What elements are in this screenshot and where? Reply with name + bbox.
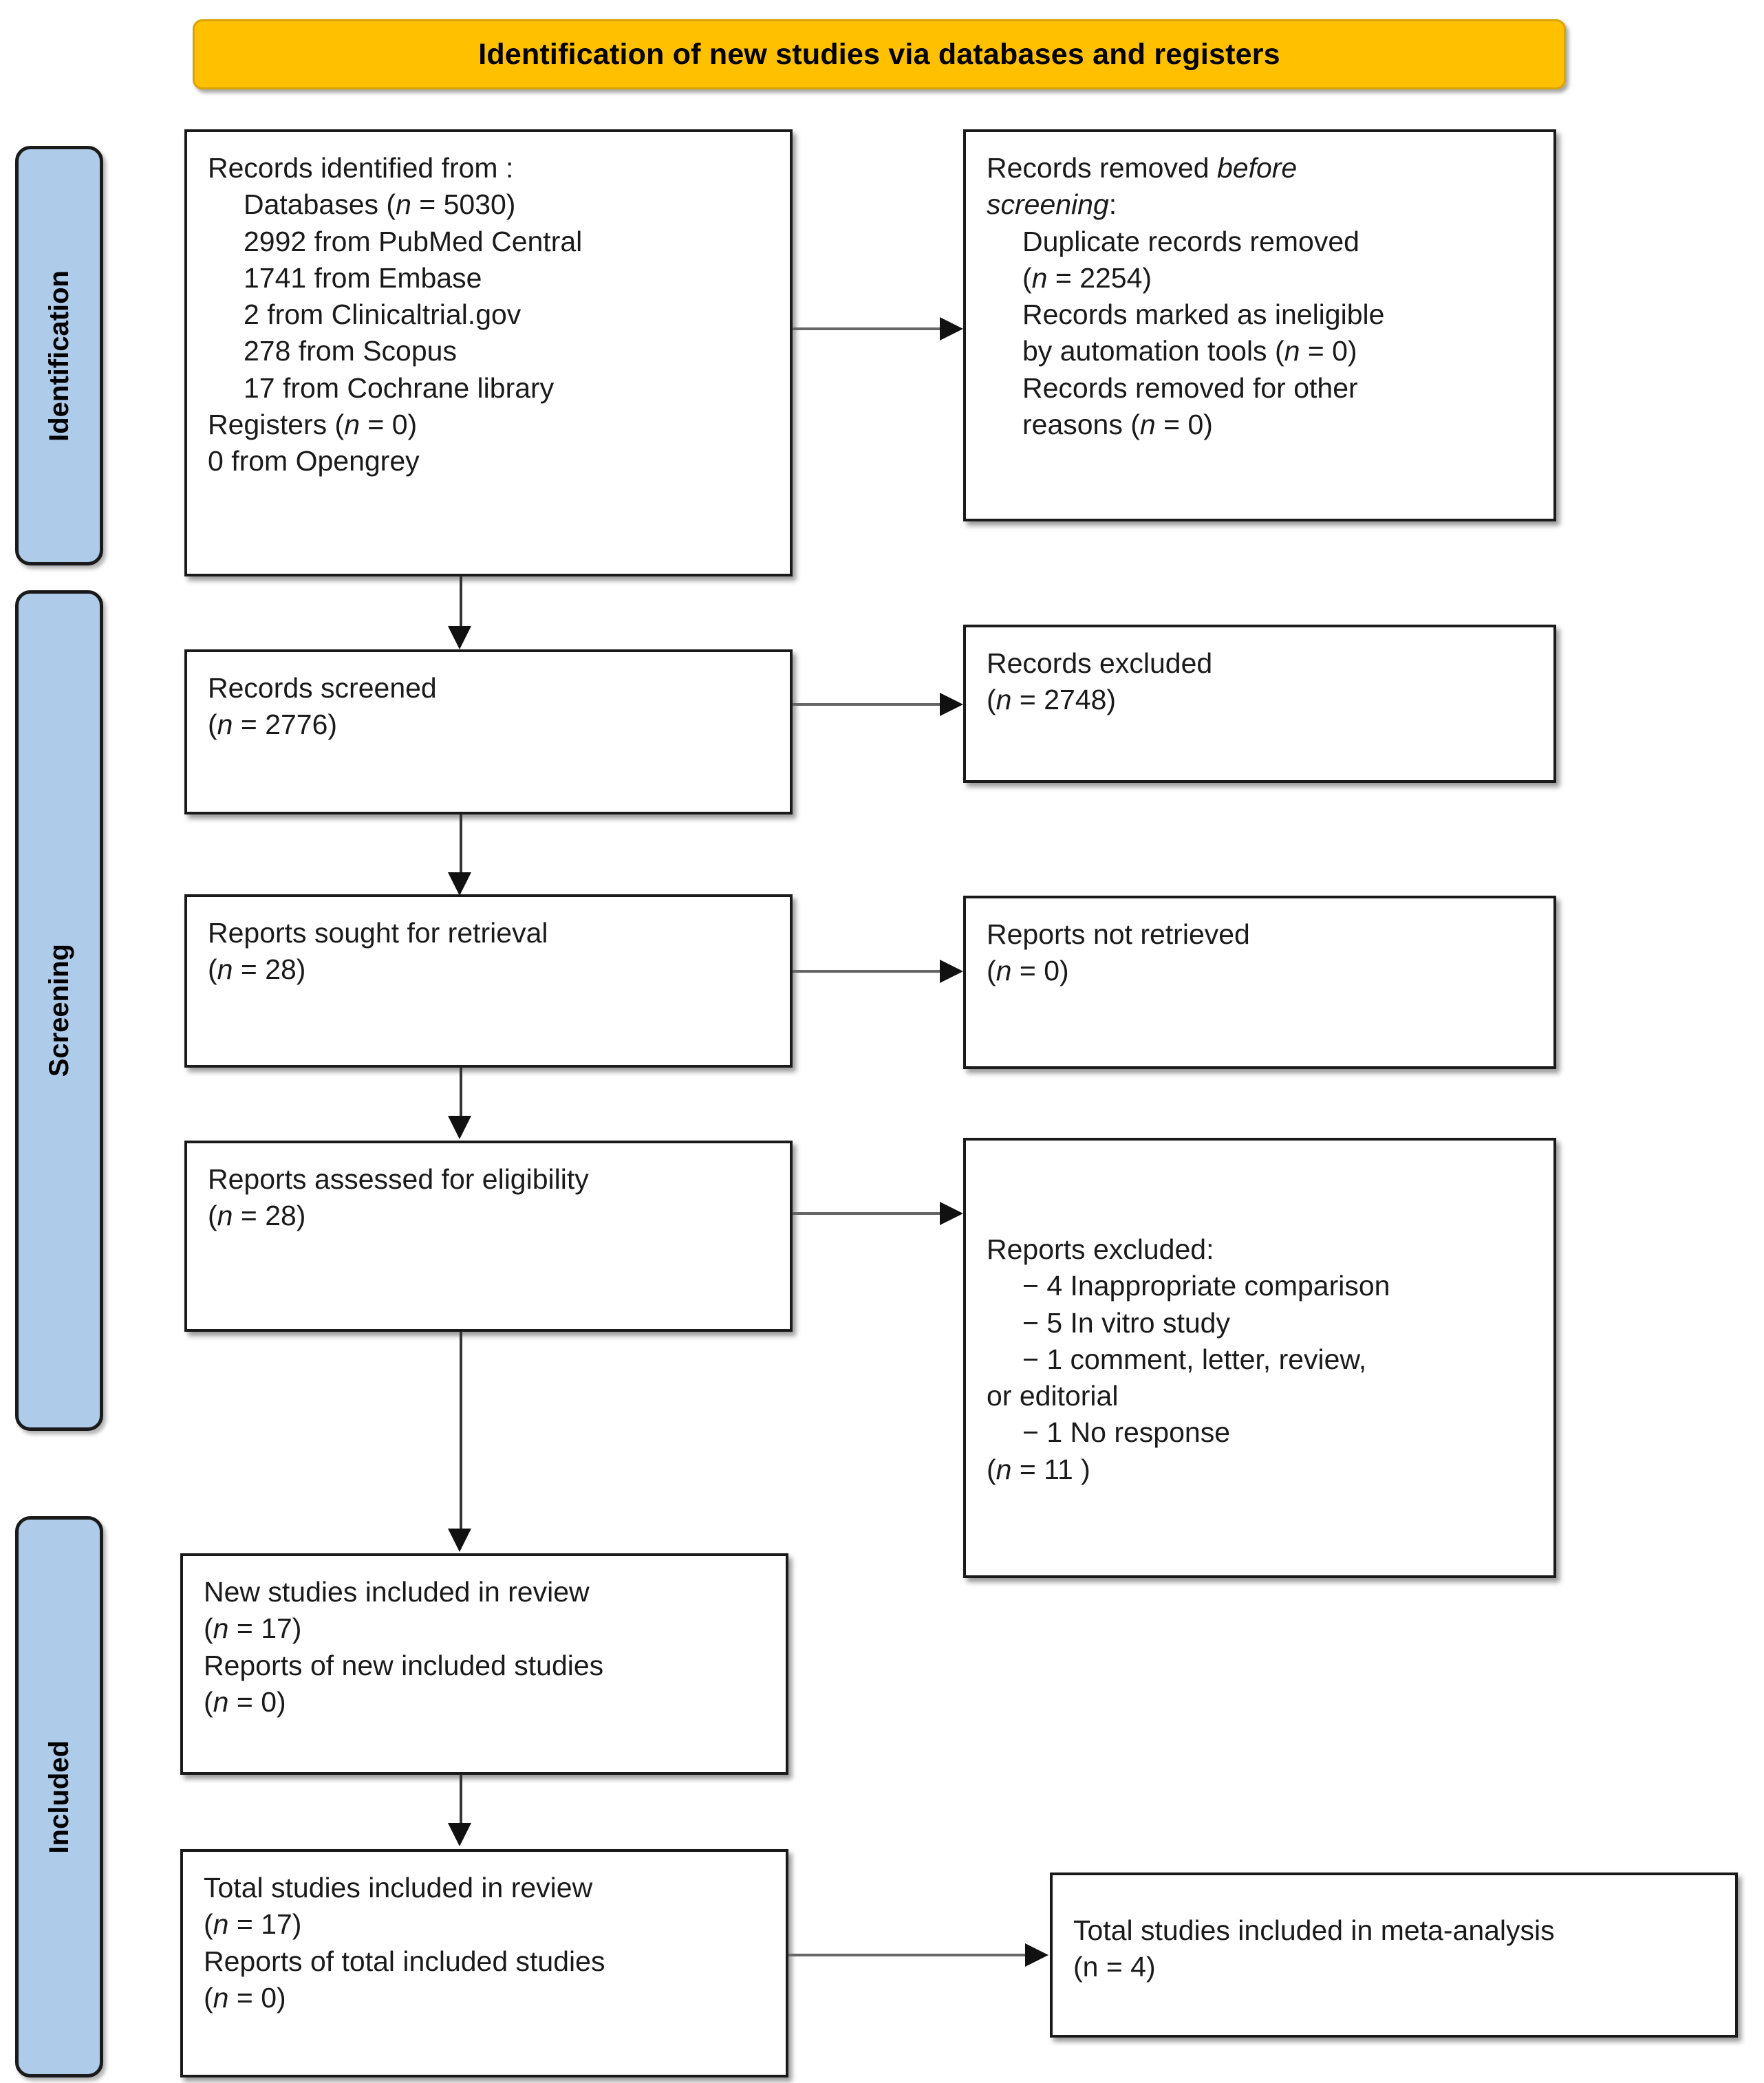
records-identified-line-registers: Registers (n = 0)	[208, 409, 418, 441]
meta-analysis-label: Total studies included in meta-analysis	[1073, 1914, 1555, 1946]
records-screened-label: Records screened	[208, 672, 437, 704]
arrowhead-identified-to-screened	[448, 626, 471, 649]
box-total-studies-included: Total studies included in review (n = 17…	[180, 1849, 788, 2077]
reports-excluded-reason-1: − 4 Inappropriate comparison	[1022, 1270, 1390, 1302]
box-new-studies-included-text: New studies included in review (n = 17) …	[204, 1574, 768, 1720]
reports-sought-count: (n = 28)	[208, 953, 306, 986]
connector-screened-to-sought	[460, 814, 462, 878]
box-reports-not-retrieved: Reports not retrieved (n = 0)	[963, 896, 1556, 1069]
banner-title: Identification of new studies via databa…	[478, 37, 1280, 71]
phase-label-identification: Identification	[43, 270, 74, 442]
reports-excluded-reason-3-cont: or editorial	[987, 1380, 1119, 1412]
arrowhead-screened-to-excluded	[940, 693, 963, 716]
connector-screened-to-excluded	[793, 703, 940, 706]
box-records-excluded-text: Records excluded (n = 2748)	[987, 645, 1536, 719]
box-records-identified-text: Records identified from : Databases (n =…	[208, 150, 772, 480]
arrowhead-total-to-meta-analysis	[1025, 1943, 1048, 1967]
meta-analysis-count: (n = 4)	[1073, 1951, 1156, 1983]
arrowhead-sought-to-not-retrieved	[940, 960, 963, 983]
box-records-screened: Records screened (n = 2776)	[184, 649, 793, 814]
connector-identified-to-screened	[460, 576, 462, 630]
records-identified-line-embase: 1741 from Embase	[244, 261, 482, 294]
reports-not-retrieved-count: (n = 0)	[987, 955, 1069, 987]
arrowhead-sought-to-assessed	[448, 1116, 471, 1139]
diagram-banner: Identification of new studies via databa…	[193, 19, 1566, 89]
new-studies-reports-label: Reports of new included studies	[204, 1649, 604, 1681]
arrowhead-new-to-total-included	[448, 1823, 471, 1846]
records-screened-count: (n = 2776)	[208, 709, 338, 741]
total-included-reports-label: Reports of total included studies	[204, 1945, 605, 1977]
total-included-count: (n = 17)	[204, 1908, 302, 1941]
total-included-reports-count: (n = 0)	[204, 1981, 286, 2014]
box-reports-sought-for-retrieval: Reports sought for retrieval (n = 28)	[184, 894, 793, 1068]
reports-sought-label: Reports sought for retrieval	[208, 917, 548, 949]
records-identified-line-clinicaltrial: 2 from Clinicaltrial.gov	[244, 299, 521, 331]
reports-excluded-reason-4: − 1 No response	[1022, 1416, 1230, 1449]
reports-not-retrieved-label: Reports not retrieved	[987, 918, 1250, 950]
records-identified-line-opengrey: 0 from Opengrey	[208, 445, 420, 477]
arrowhead-screened-to-sought	[448, 872, 471, 896]
box-meta-analysis-text: Total studies included in meta-analysis …	[1073, 1893, 1717, 1986]
reports-assessed-count: (n = 28)	[208, 1200, 306, 1232]
connector-assessed-to-new-included	[460, 1332, 462, 1531]
box-records-identified: Records identified from : Databases (n =…	[184, 129, 793, 576]
phase-band-included: Included	[15, 1516, 103, 2077]
records-excluded-count: (n = 2748)	[987, 684, 1117, 716]
box-reports-assessed-for-eligibility: Reports assessed for eligibility (n = 28…	[184, 1141, 793, 1332]
total-included-label: Total studies included in review	[204, 1872, 593, 1903]
connector-total-to-meta-analysis	[788, 1954, 1025, 1956]
reports-excluded-heading: Reports excluded:	[987, 1233, 1214, 1265]
box-reports-excluded: Reports excluded: − 4 Inappropriate comp…	[963, 1138, 1556, 1578]
box-reports-not-retrieved-text: Reports not retrieved (n = 0)	[987, 916, 1536, 990]
reports-excluded-count: (n = 11 )	[987, 1453, 1090, 1485]
arrowhead-identified-to-removed	[940, 317, 963, 341]
records-identified-line-scopus: 278 from Scopus	[244, 335, 457, 367]
arrowhead-assessed-to-reports-excluded	[940, 1202, 963, 1225]
new-studies-reports-count: (n = 0)	[204, 1685, 286, 1718]
connector-sought-to-assessed	[460, 1068, 462, 1119]
reports-assessed-label: Reports assessed for eligibility	[208, 1163, 589, 1195]
reports-excluded-reason-2: − 5 In vitro study	[1022, 1306, 1230, 1339]
phase-band-identification: Identification	[15, 146, 103, 565]
connector-identified-to-removed	[793, 327, 940, 330]
phase-band-screening: Screening	[15, 590, 103, 1431]
box-reports-assessed-text: Reports assessed for eligibility (n = 28…	[208, 1161, 772, 1235]
records-identified-line-databases: Databases (n = 5030)	[244, 188, 516, 221]
connector-assessed-to-reports-excluded	[793, 1212, 940, 1215]
box-total-studies-meta-analysis: Total studies included in meta-analysis …	[1050, 1872, 1738, 2038]
reports-excluded-reason-3: − 1 comment, letter, review,	[1022, 1343, 1367, 1375]
connector-new-to-total-included	[460, 1775, 462, 1826]
box-new-studies-included: New studies included in review (n = 17) …	[180, 1553, 788, 1775]
connector-sought-to-not-retrieved	[793, 970, 940, 973]
box-records-screened-text: Records screened (n = 2776)	[208, 670, 772, 744]
box-records-excluded: Records excluded (n = 2748)	[963, 625, 1556, 783]
records-identified-line-pubmed: 2992 from PubMed Central	[244, 225, 583, 257]
arrowhead-assessed-to-new-included	[448, 1529, 471, 1552]
box-reports-excluded-text: Reports excluded: − 4 Inappropriate comp…	[987, 1158, 1536, 1488]
new-studies-included-count: (n = 17)	[204, 1612, 302, 1645]
box-total-studies-included-text: Total studies included in review (n = 17…	[204, 1870, 768, 2016]
records-excluded-label: Records excluded	[987, 647, 1213, 679]
new-studies-included-label: New studies included in review	[204, 1576, 590, 1608]
box-reports-sought-text: Reports sought for retrieval (n = 28)	[208, 915, 772, 989]
records-removed-duplicates: Duplicate records removed(n = 2254)	[1022, 225, 1359, 294]
records-identified-heading: Records identified from :	[208, 152, 514, 184]
records-identified-line-cochrane: 17 from Cochrane library	[244, 371, 555, 404]
phase-label-included: Included	[43, 1740, 74, 1854]
phase-label-screening: Screening	[43, 944, 74, 1077]
